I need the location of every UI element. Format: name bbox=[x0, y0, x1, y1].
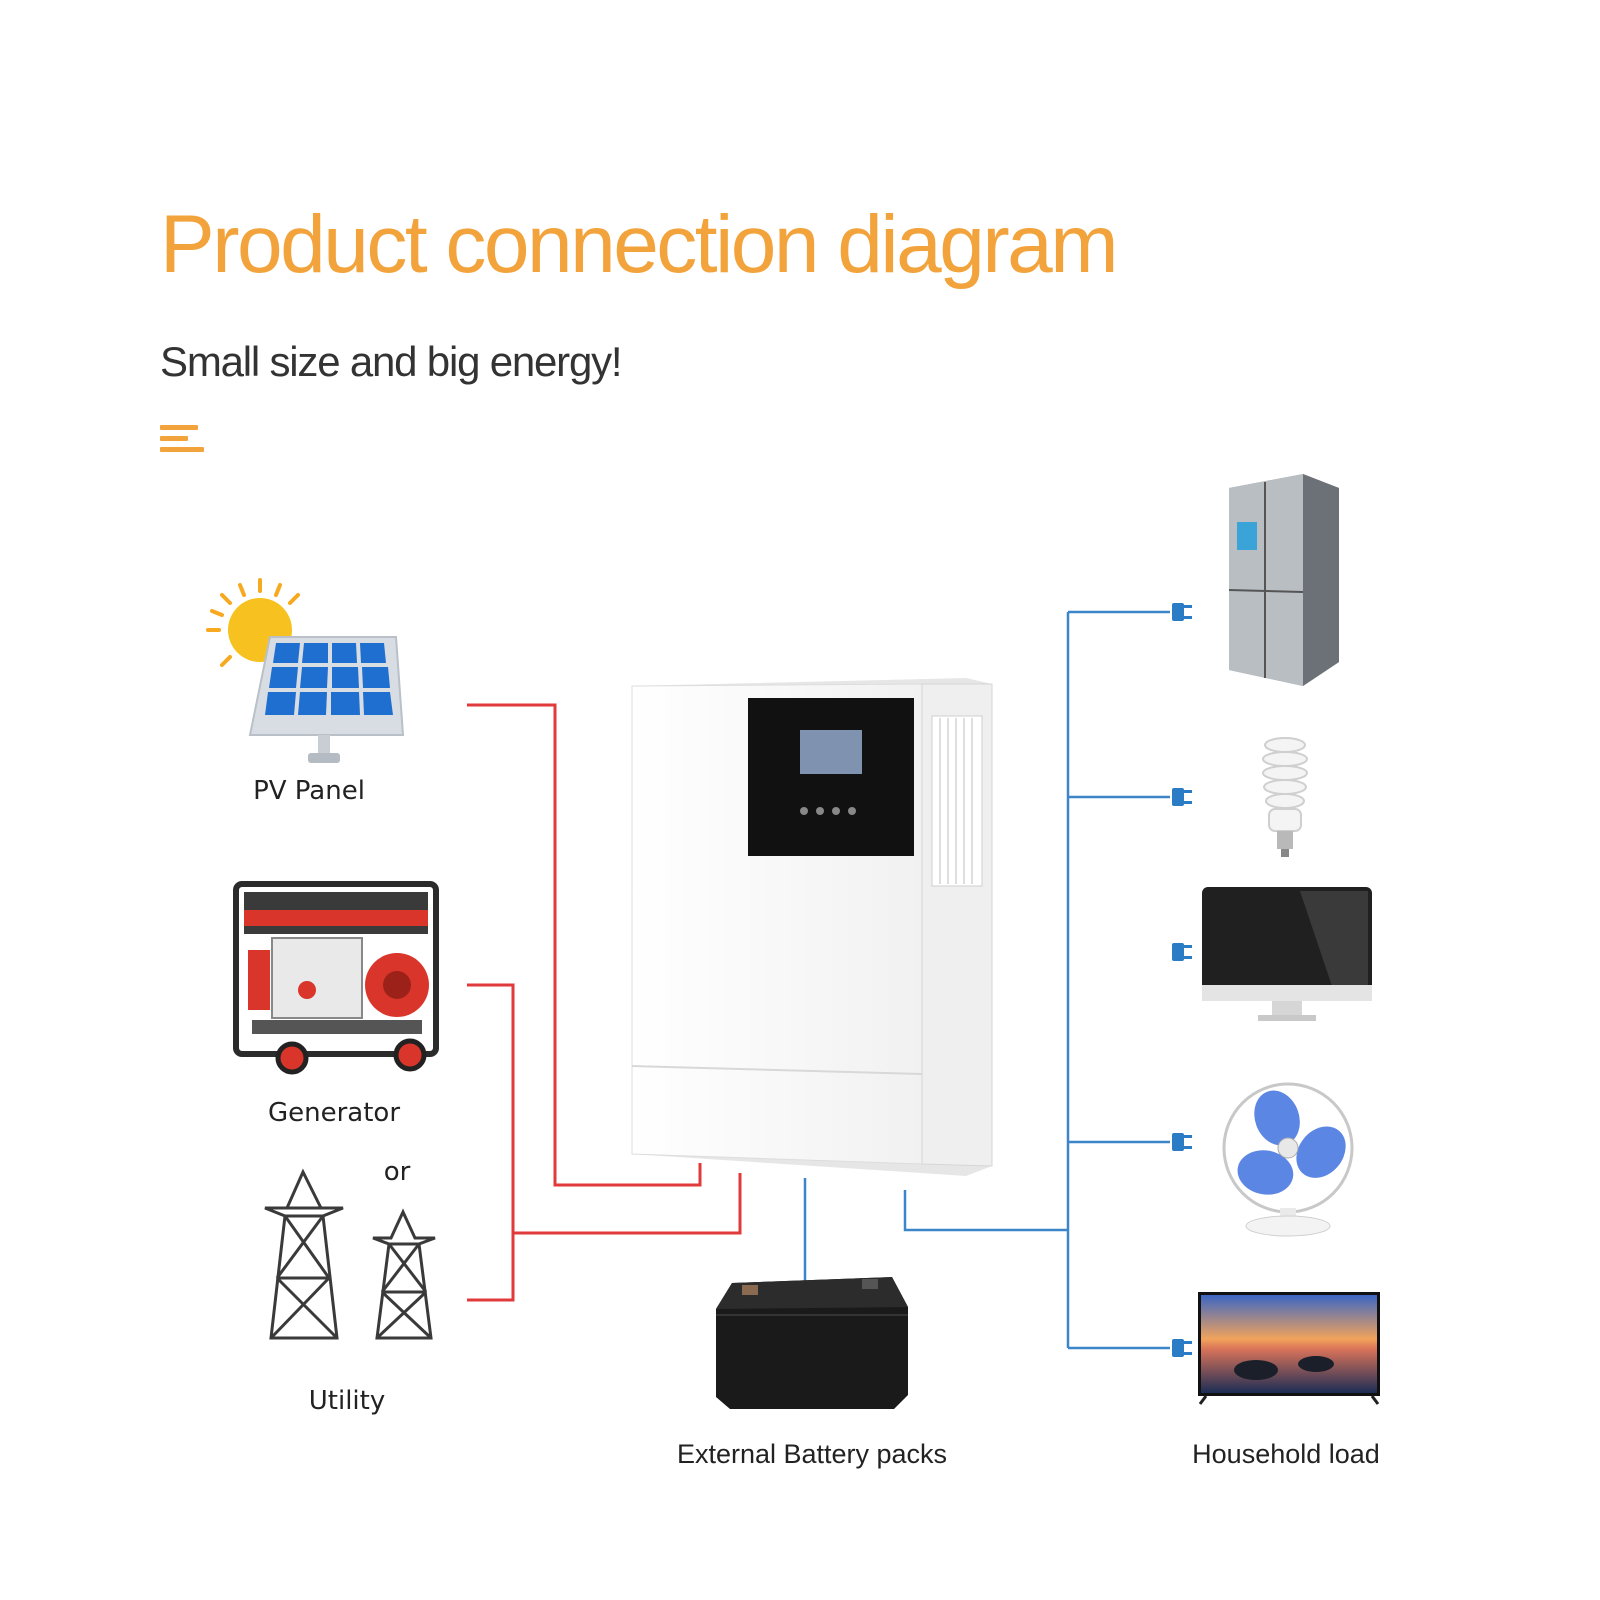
generator-label: Generator bbox=[267, 1098, 401, 1128]
load-trunk-wire bbox=[903, 1190, 1068, 1232]
battery-icon bbox=[716, 1277, 908, 1409]
page-title: Product connection diagram bbox=[160, 199, 1119, 290]
pv-panel-illustration bbox=[206, 578, 405, 763]
fan-icon bbox=[1222, 1082, 1354, 1237]
solar-panel-icon bbox=[248, 636, 405, 763]
bulb-icon bbox=[1262, 737, 1308, 857]
battery-label: External Battery packs bbox=[676, 1439, 948, 1469]
plug-icon bbox=[1172, 1339, 1192, 1357]
monitor-icon bbox=[1202, 887, 1372, 1021]
plug-icons bbox=[1172, 603, 1192, 1357]
generator-wire bbox=[467, 983, 515, 1302]
plug-icon bbox=[1172, 603, 1192, 621]
plug-icon bbox=[1172, 788, 1192, 806]
household-load-label: Household load bbox=[1192, 1439, 1380, 1469]
input-wires bbox=[467, 703, 742, 1302]
pv-panel-label: PV Panel bbox=[253, 776, 365, 806]
or-label: or bbox=[383, 1157, 411, 1187]
page-subtitle: Small size and big energy! bbox=[160, 338, 623, 385]
menu-icon bbox=[160, 425, 204, 459]
refrigerator-icon bbox=[1228, 474, 1339, 686]
output-wires bbox=[803, 610, 1170, 1350]
plug-icon bbox=[1172, 1133, 1192, 1151]
tv-icon bbox=[1198, 1292, 1380, 1405]
plug-icon bbox=[1172, 943, 1192, 961]
pv-wire bbox=[467, 703, 702, 1187]
utility-wire bbox=[513, 1173, 742, 1235]
utility-label: Utility bbox=[308, 1386, 386, 1416]
generator-icon bbox=[233, 881, 439, 1075]
pylon-icon bbox=[264, 1168, 436, 1340]
inverter-icon bbox=[631, 678, 993, 1176]
